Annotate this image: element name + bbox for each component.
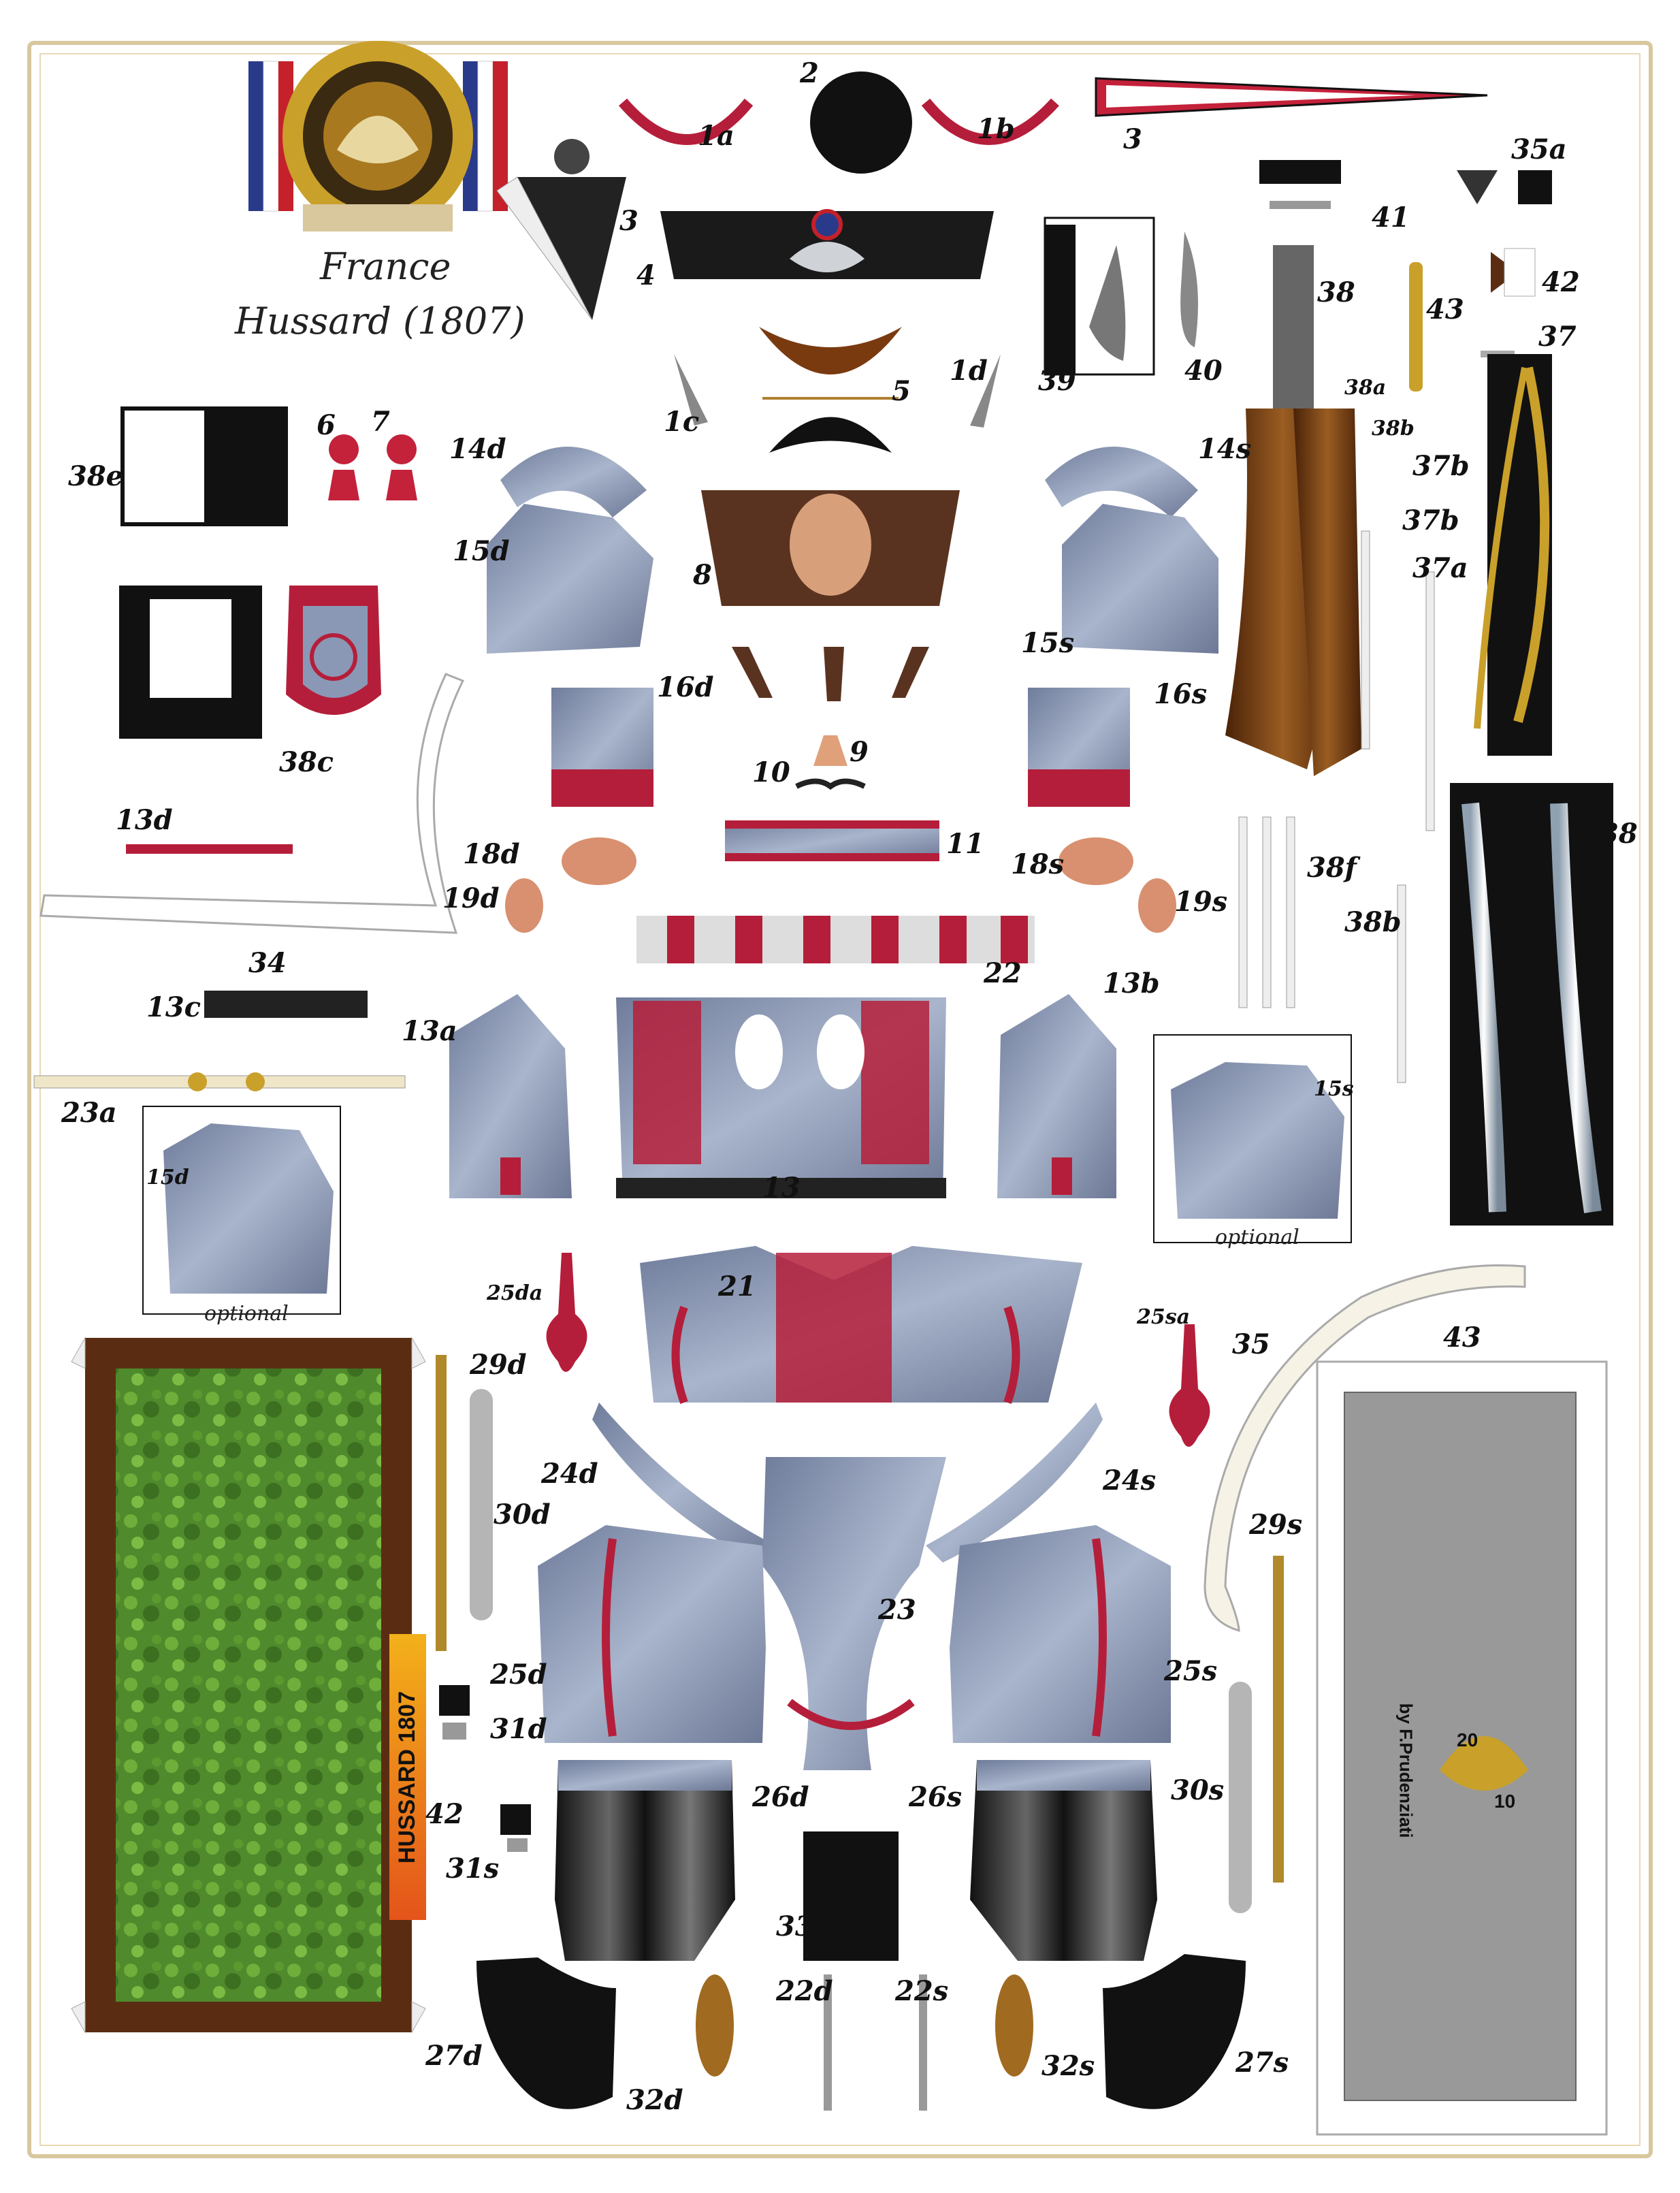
credit-text: by F.Prudenziati: [1395, 1703, 1417, 1838]
part-label-43: 43: [1426, 293, 1464, 325]
part-label-1b: 1b: [977, 113, 1015, 145]
part-label-23a: 23a: [61, 1097, 117, 1129]
part-label-25da: 25da: [487, 1281, 543, 1305]
inner-frame: [39, 53, 1641, 2146]
part-label-15s-optional: 15s: [1314, 1077, 1354, 1101]
part-label-22d: 22d: [776, 1975, 833, 2007]
part-label-26s: 26s: [909, 1781, 963, 1813]
part-label-19d: 19d: [442, 882, 500, 914]
part-label-34: 34: [248, 947, 287, 979]
part-label-27s: 27s: [1235, 2047, 1289, 2079]
part-label-3-plume: 3: [1123, 123, 1142, 155]
part-label-25sa: 25sa: [1137, 1305, 1191, 1329]
part-label-24d: 24d: [541, 1458, 598, 1490]
part-label-11: 11: [946, 828, 984, 860]
logo-year-right: 10: [1494, 1791, 1516, 1812]
part-label-21: 21: [718, 1270, 756, 1302]
part-label-25d: 25d: [490, 1659, 547, 1691]
part-label-24s: 24s: [1103, 1464, 1157, 1496]
part-label-1c: 1c: [664, 406, 700, 438]
part-label-18s: 18s: [1011, 848, 1065, 880]
part-label-33: 33: [776, 1910, 814, 1942]
part-label-22: 22: [984, 957, 1022, 989]
part-label-37a: 37a: [1412, 552, 1468, 584]
part-label-4: 4: [636, 259, 656, 291]
part-label-7: 7: [371, 406, 390, 438]
part-label-35: 35: [1232, 1328, 1270, 1360]
part-label-3-cone: 3: [619, 205, 639, 237]
part-label-5: 5: [892, 375, 911, 407]
part-label-9: 9: [850, 736, 869, 768]
part-label-18d: 18d: [463, 838, 520, 870]
part-label-19s: 19s: [1174, 886, 1228, 918]
part-label-13d: 13d: [116, 804, 173, 836]
part-label-40: 40: [1184, 355, 1223, 387]
ornamental-frame: [27, 41, 1653, 2158]
part-label-42-right: 42: [1542, 266, 1580, 298]
part-label-38f: 38f: [1307, 852, 1357, 884]
part-label-31d: 31d: [490, 1713, 547, 1745]
part-label-13a: 13a: [402, 1015, 457, 1047]
part-label-14s: 14s: [1198, 433, 1252, 465]
part-label-2: 2: [800, 57, 819, 89]
part-label-15d: 15d: [453, 535, 510, 567]
imperial-crest-icon: [248, 41, 508, 231]
stand-label-text: HUSSARD 1807: [394, 1691, 421, 1863]
part-label-27d: 27d: [425, 2040, 483, 2072]
optional-label-15d: optional: [204, 1302, 289, 1326]
part-label-30d: 30d: [494, 1499, 551, 1531]
part-label-38-sabre: 38: [1600, 818, 1638, 850]
part-label-8: 8: [693, 559, 712, 591]
part-label-32d: 32d: [626, 2084, 683, 2116]
title-country: France: [320, 245, 451, 288]
part-label-38c: 38c: [279, 746, 334, 778]
part-label-38b: 38b: [1372, 417, 1415, 441]
part-label-15d-optional: 15d: [146, 1166, 189, 1189]
part-label-16d: 16d: [657, 671, 714, 703]
part-label-26d: 26d: [752, 1781, 809, 1813]
part-label-38b-lower: 38b: [1344, 906, 1402, 938]
part-label-13b: 13b: [1103, 967, 1160, 999]
part-label-43-box: 43: [1443, 1322, 1481, 1354]
part-label-37b-upper: 37b: [1412, 450, 1470, 482]
part-label-38e: 38e: [68, 460, 124, 492]
part-label-25s: 25s: [1164, 1655, 1218, 1687]
part-label-15s: 15s: [1021, 627, 1075, 659]
part-label-1a: 1a: [698, 120, 734, 152]
part-label-37b-lower: 37b: [1402, 505, 1459, 537]
part-label-31s: 31s: [446, 1853, 500, 1885]
part-label-32s: 32s: [1041, 2050, 1095, 2082]
credit-panel: by F.Prudenziati: [1389, 1682, 1423, 1859]
part-label-29d: 29d: [470, 1349, 527, 1381]
part-label-13: 13: [762, 1172, 801, 1204]
part-label-38a: 38a: [1344, 376, 1387, 400]
part-label-10: 10: [752, 756, 790, 788]
part-label-22s: 22s: [895, 1975, 949, 2007]
part-label-1d: 1d: [950, 355, 988, 387]
part-label-39: 39: [1038, 365, 1076, 397]
stand-label-panel: HUSSARD 1807: [389, 1634, 426, 1920]
part-label-41: 41: [1372, 202, 1410, 234]
part-label-23: 23: [878, 1594, 916, 1626]
part-label-38: 38: [1317, 276, 1355, 308]
part-label-6: 6: [317, 409, 336, 441]
part-label-13c: 13c: [146, 991, 201, 1023]
part-label-30s: 30s: [1171, 1774, 1225, 1806]
part-label-14d: 14d: [449, 433, 506, 465]
part-label-35a: 35a: [1511, 133, 1567, 165]
part-label-37: 37: [1538, 321, 1577, 353]
title-unit: Hussard (1807): [235, 300, 526, 342]
part-label-42: 42: [425, 1798, 464, 1830]
optional-label-15s: optional: [1215, 1226, 1299, 1249]
part-label-16s: 16s: [1154, 678, 1208, 710]
logo-year-left: 20: [1457, 1729, 1479, 1750]
part-label-29s: 29s: [1249, 1509, 1303, 1541]
